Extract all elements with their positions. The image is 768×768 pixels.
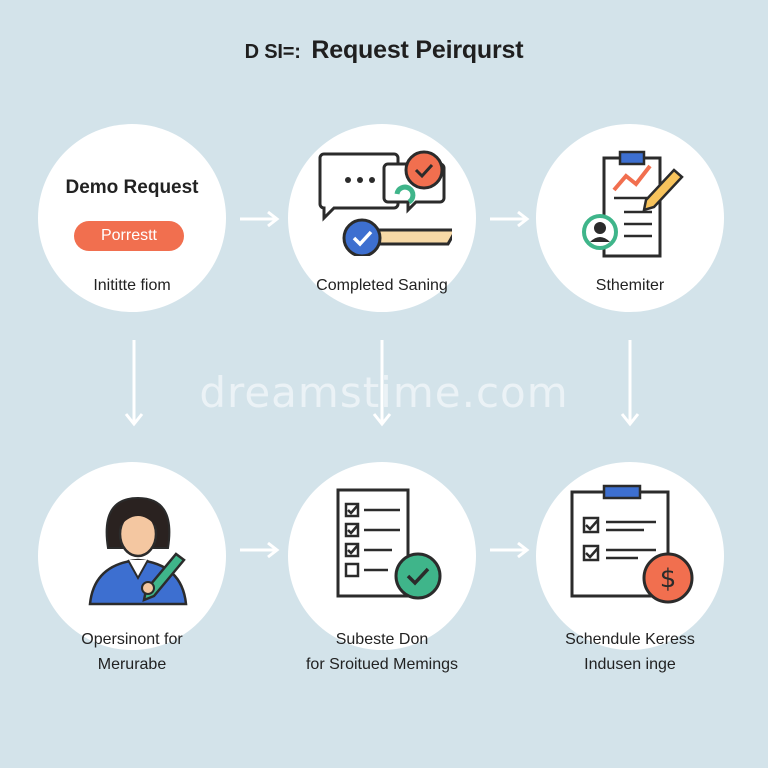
arrow-right-icon [240,541,280,559]
step-node-completed[interactable]: Completed Saning [288,124,476,312]
checklist-check-icon [336,488,442,600]
step-caption: Sthemiter [595,277,665,294]
document-chart-pencil-icon [582,150,684,258]
arrow-right-icon [490,210,530,228]
chat-check-icon [318,150,452,256]
step-caption-line-2: for Sroitued Memings [305,656,459,673]
arrow-right-icon [240,210,280,228]
arrow-right-icon [490,541,530,559]
page-title: D SI=: Request Peirqurst [0,36,768,65]
step-caption-line-1: Schendule Keress [565,631,695,648]
arrow-down-icon [372,340,392,427]
arrow-down-icon [620,340,640,427]
arrow-down-icon [124,340,144,427]
step-node-submitter[interactable]: Sthemiter [536,124,724,312]
title-prefix: D SI=: [244,41,301,63]
woman-pencil-icon [88,496,188,606]
step-caption-line-1: Subeste Don [335,631,429,648]
step-caption-line-1: Opersinont for [81,631,183,648]
title-text: Request Peirqurst [311,36,524,64]
step-node-schedule[interactable]: $ Schendule Keress Indusen inge [536,462,724,673]
step-caption-line-2: Indusen inge [584,656,676,673]
step-caption: Inititte fiom [93,277,171,294]
step-caption: Completed Saning [316,277,448,294]
step-node-demo-request[interactable]: Demo Request Porrestt Inititte fiom [38,124,226,312]
step-caption-line-2: Merurabe [97,656,167,673]
svg-text:$: $ [660,564,677,594]
step-node-operation[interactable]: Opersinont for Merurabe [38,462,226,673]
step-heading: Demo Request [65,177,199,198]
step-node-subeste[interactable]: Subeste Don for Sroitued Memings [288,462,476,673]
clipboard-dollar-icon: $ [570,484,694,604]
status-pill[interactable]: Porrestt [74,221,184,251]
